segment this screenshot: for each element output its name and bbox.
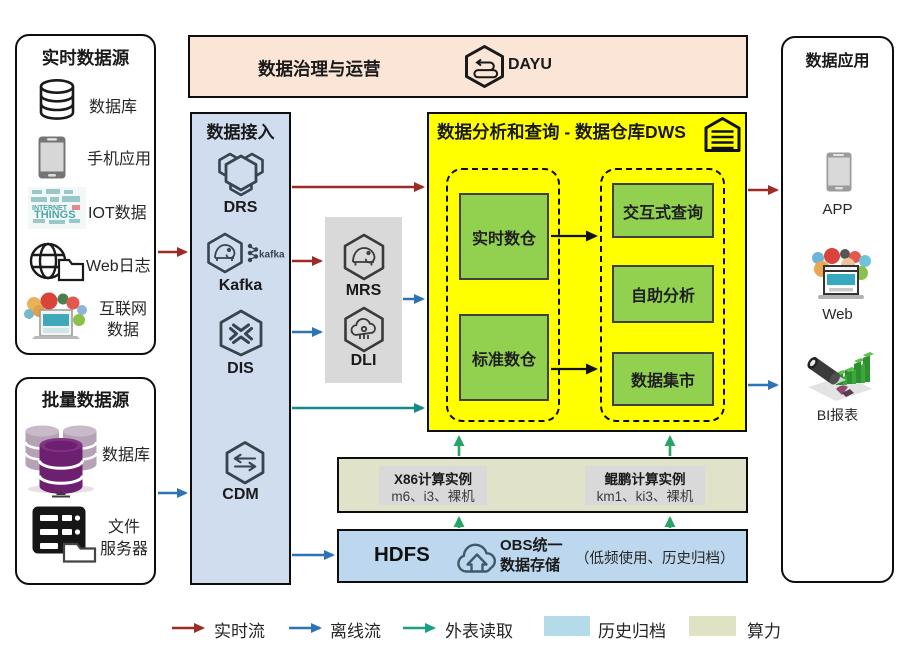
svg-text:kafka: kafka <box>259 250 285 261</box>
svg-text:INTERNET: INTERNET <box>32 205 68 212</box>
svg-text:THINGS: THINGS <box>34 209 76 221</box>
